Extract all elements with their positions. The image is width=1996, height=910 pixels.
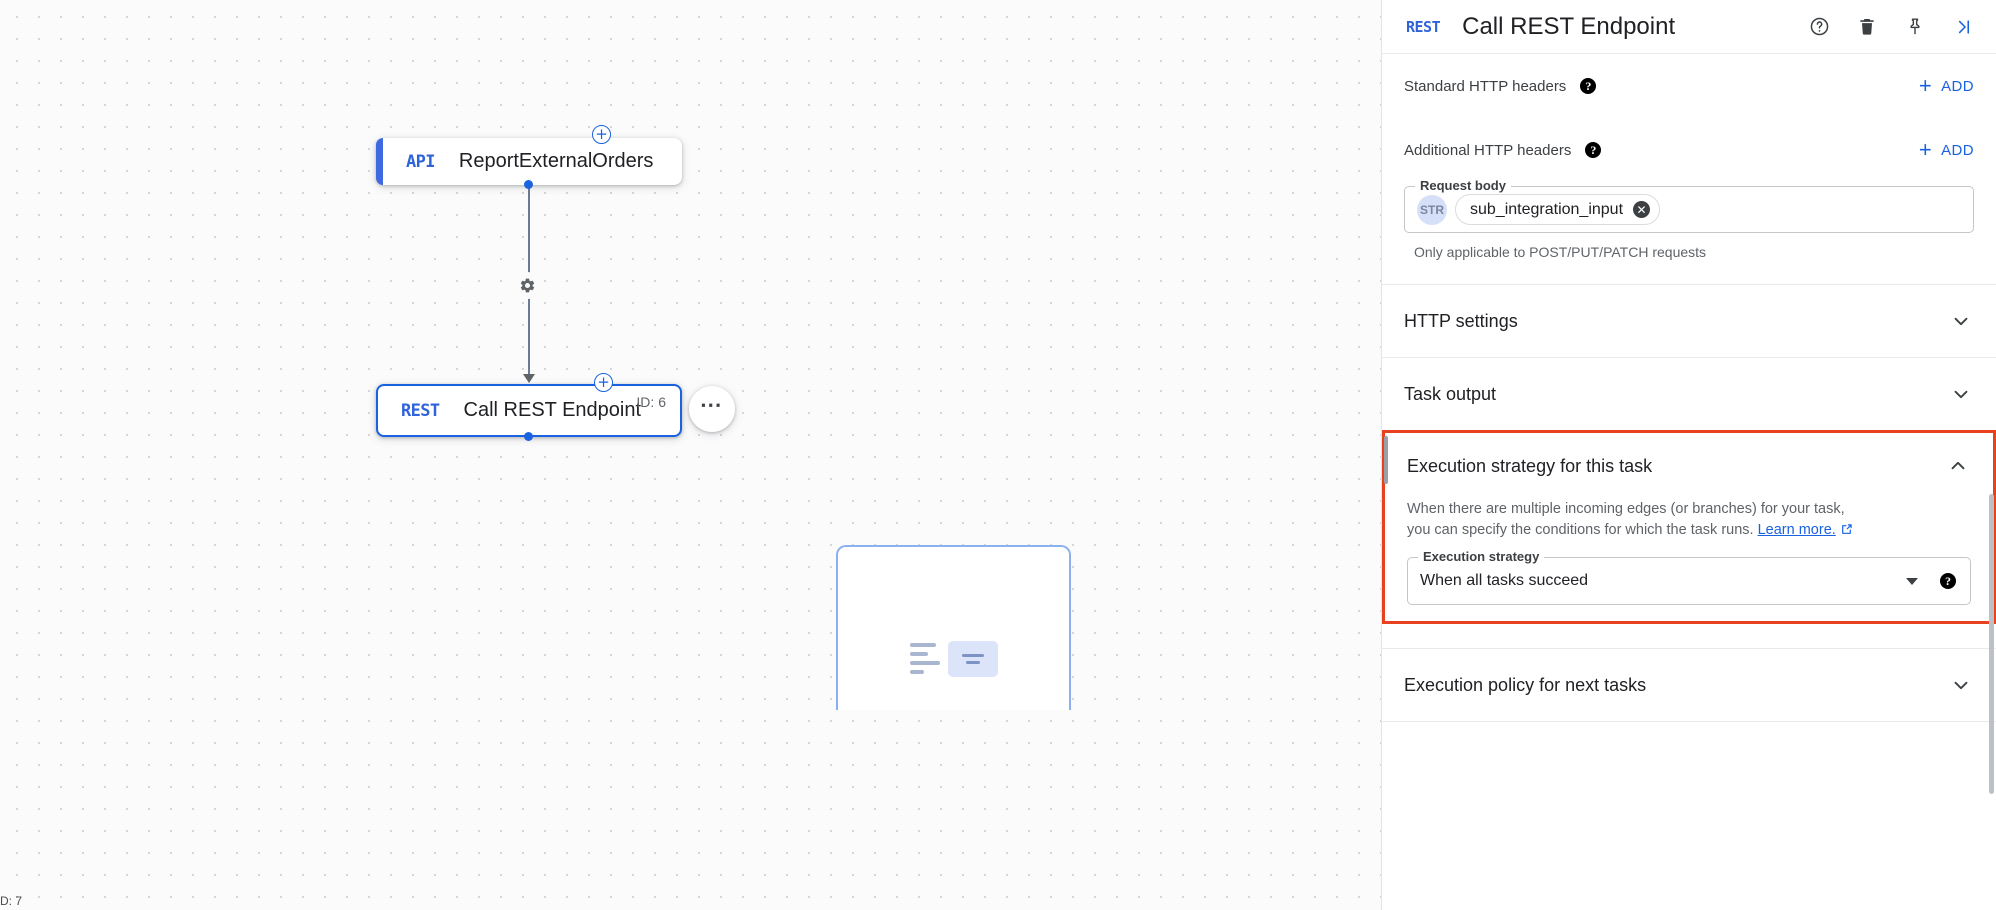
node-title: ReportExternalOrders <box>458 150 654 172</box>
chevron-down-icon[interactable] <box>1950 383 1972 405</box>
inner-scrollbar-thumb[interactable] <box>1384 436 1388 484</box>
panel-type-badge: REST <box>1406 17 1441 36</box>
request-body-helper-text: Only applicable to POST/PUT/PATCH reques… <box>1414 244 1707 260</box>
node-id-label: ID: 6 <box>636 394 666 410</box>
section-task-output-title: Task output <box>1404 383 1497 404</box>
divider <box>1382 648 1996 649</box>
add-additional-http-header-button[interactable]: + ADD <box>1918 137 1974 162</box>
canvas-dropzone[interactable] <box>836 545 1071 710</box>
panel-body[interactable]: Standard HTTP headers ? + ADD Additional… <box>1382 54 1996 910</box>
workflow-canvas[interactable]: API ReportExternalOrders REST Call REST … <box>0 0 1381 910</box>
standard-http-headers-label: Standard HTTP headers <box>1404 77 1567 95</box>
execution-strategy-description-line1: When there are multiple incoming edges (… <box>1407 501 1845 517</box>
node-type-badge: API <box>406 151 436 172</box>
chevron-down-icon[interactable] <box>1950 674 1972 696</box>
workflow-node-rest[interactable]: REST Call REST Endpoint ID: 6 <box>376 384 682 437</box>
edge-settings-gear-icon[interactable] <box>514 272 541 299</box>
node-api-output-port[interactable] <box>524 180 533 189</box>
standard-http-headers-help-icon[interactable]: ? <box>1580 78 1597 94</box>
section-execution-strategy[interactable]: Execution strategy for this task When th… <box>1382 430 1996 624</box>
add-standard-http-header-button[interactable]: + ADD <box>1918 73 1974 98</box>
delete-icon[interactable] <box>1856 16 1878 38</box>
node-accent-bar <box>376 138 383 185</box>
placeholder-card-icon <box>909 640 998 677</box>
learn-more-link[interactable]: Learn more. <box>1757 522 1836 538</box>
additional-http-headers-help-icon[interactable]: ? <box>1585 142 1602 158</box>
execution-strategy-selected-value: When all tasks succeed <box>1420 572 1589 589</box>
divider <box>1382 357 1996 358</box>
section-http-settings-title: HTTP settings <box>1404 310 1518 331</box>
additional-http-headers-label: Additional HTTP headers <box>1404 141 1572 159</box>
execution-strategy-header[interactable]: Execution strategy for this task <box>1385 433 1993 499</box>
task-config-panel: REST Call REST Endpoint <box>1381 0 1996 910</box>
panel-scrollbar-thumb[interactable] <box>1989 494 1994 794</box>
panel-scrollbar-track[interactable] <box>1989 54 1995 910</box>
section-execution-policy[interactable]: Execution policy for next tasks <box>1382 649 1996 721</box>
help-icon[interactable] <box>1808 16 1830 38</box>
chevron-down-icon[interactable] <box>1950 310 1972 332</box>
chevron-down-icon[interactable] <box>1906 577 1918 585</box>
section-execution-strategy-title: Execution strategy for this task <box>1407 455 1653 476</box>
execution-strategy-description: When there are multiple incoming edges (… <box>1385 499 1993 557</box>
node-overflow-menu-icon[interactable]: ⋯ <box>689 386 735 432</box>
node-type-badge: REST <box>401 400 440 421</box>
execution-strategy-field-legend: Execution strategy <box>1418 549 1545 564</box>
edge-arrow-icon <box>523 374 535 383</box>
request-body-variable-name: sub_integration_input <box>1470 200 1624 218</box>
divider <box>1382 284 1996 285</box>
variable-type-badge: STR <box>1417 194 1447 225</box>
collapse-panel-icon[interactable] <box>1952 16 1974 38</box>
node-title: Call REST Endpoint <box>463 399 642 421</box>
plus-icon: + <box>1918 73 1933 98</box>
request-body-field[interactable]: Request body STR sub_integration_input ✕ <box>1404 178 1974 233</box>
section-execution-policy-title: Execution policy for next tasks <box>1404 674 1647 695</box>
add-node-after-rest-button[interactable] <box>594 373 613 392</box>
external-link-icon[interactable] <box>1840 522 1853 543</box>
plus-icon: + <box>1918 137 1933 162</box>
execution-strategy-select[interactable]: Execution strategy When all tasks succee… <box>1407 549 1971 605</box>
add-standard-header-label: ADD <box>1941 77 1974 95</box>
standard-http-headers-row: Standard HTTP headers ? + ADD <box>1382 54 1996 118</box>
add-additional-header-label: ADD <box>1941 141 1974 159</box>
remove-variable-icon[interactable]: ✕ <box>1633 201 1651 218</box>
request-body-variable-chip[interactable]: sub_integration_input ✕ <box>1455 194 1661 225</box>
additional-http-headers-row: Additional HTTP headers ? + ADD <box>1382 118 1996 182</box>
panel-header-actions <box>1808 16 1974 38</box>
section-task-output[interactable]: Task output <box>1382 358 1996 430</box>
pin-icon[interactable] <box>1904 16 1926 38</box>
request-body-legend: Request body <box>1415 178 1511 193</box>
add-node-after-api-button[interactable] <box>592 125 611 144</box>
divider <box>1382 721 1996 722</box>
execution-strategy-help-icon[interactable]: ? <box>1940 573 1956 589</box>
chevron-up-icon[interactable] <box>1947 455 1969 477</box>
section-http-settings[interactable]: HTTP settings <box>1382 285 1996 357</box>
canvas-corner-label: D: 7 <box>0 894 23 908</box>
node-rest-output-port[interactable] <box>524 432 533 441</box>
panel-header: REST Call REST Endpoint <box>1382 0 1996 54</box>
dropzone-inner <box>838 547 1069 710</box>
page-title: Call REST Endpoint <box>1462 12 1676 40</box>
workflow-node-api[interactable]: API ReportExternalOrders <box>376 138 682 185</box>
execution-strategy-description-line2: you can specify the conditions for which… <box>1407 522 1754 538</box>
